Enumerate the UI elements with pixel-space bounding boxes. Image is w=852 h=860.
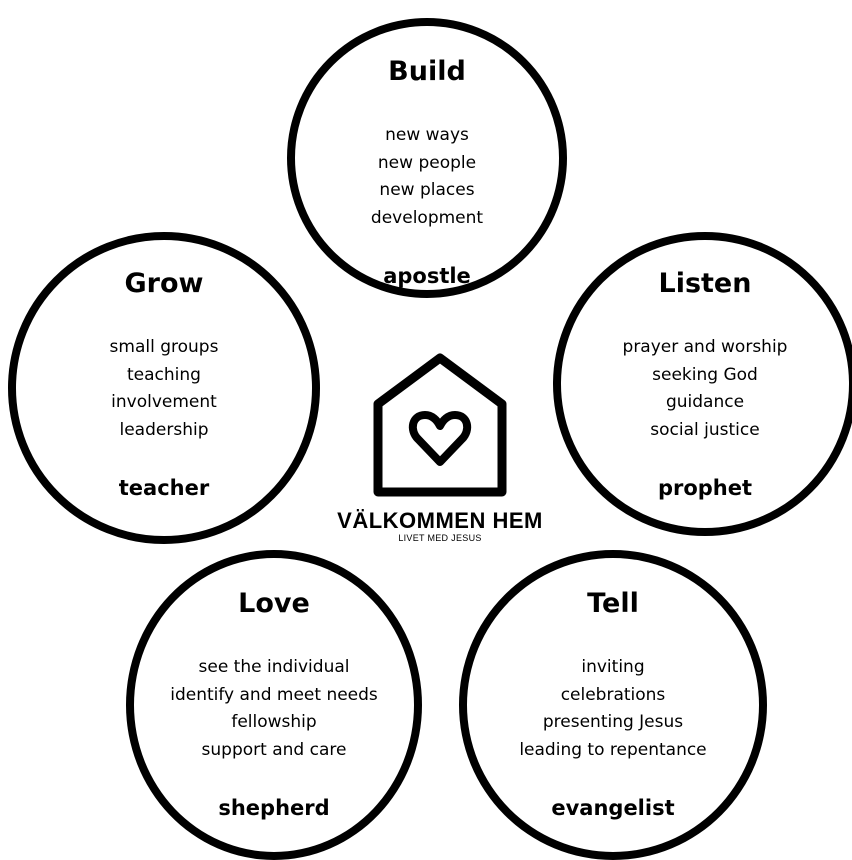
heart-icon: [408, 411, 472, 466]
list-item: guidance: [665, 392, 745, 412]
logo: VÄLKOMMEN HEM LIVET MED JESUS: [330, 350, 550, 550]
circle-role: evangelist: [551, 796, 675, 820]
circle-items: new ways new people new places developme…: [295, 122, 559, 232]
list-item: new places: [379, 180, 475, 200]
list-item: social justice: [650, 419, 760, 440]
list-item: development: [370, 207, 484, 228]
circle-title: Grow: [124, 268, 204, 299]
list-item: new ways: [385, 125, 469, 145]
circle-love: Love see the individual identify and mee…: [126, 550, 422, 860]
list-item: inviting: [581, 657, 645, 677]
list-item: small groups: [109, 337, 219, 357]
circle-items: see the individual identify and meet nee…: [134, 654, 414, 764]
circle-role: teacher: [118, 476, 210, 500]
list-item: teaching: [127, 364, 201, 385]
list-item: presenting Jesus: [542, 712, 684, 732]
list-item: see the individual: [198, 657, 350, 677]
circle-title: Love: [238, 588, 310, 619]
circle-role: prophet: [657, 476, 753, 500]
house-icon: [373, 353, 507, 497]
circle-listen: Listen prayer and worship seeking God gu…: [553, 232, 852, 536]
logo-subtitle: LIVET MED JESUS: [398, 533, 482, 543]
circle-items: small groups teaching involvement leader…: [16, 334, 312, 444]
list-item: prayer and worship: [622, 337, 788, 357]
list-item: leading to repentance: [519, 739, 707, 760]
circle-build: Build new ways new people new places dev…: [287, 18, 567, 298]
list-item: involvement: [111, 392, 217, 412]
circle-title: Tell: [587, 588, 639, 619]
circle-items: prayer and worship seeking God guidance …: [561, 334, 849, 444]
circle-grow: Grow small groups teaching involvement l…: [8, 232, 320, 544]
circle-role: shepherd: [218, 796, 330, 820]
circle-role: apostle: [383, 264, 471, 288]
logo-title: VÄLKOMMEN HEM: [337, 508, 543, 533]
circle-tell: Tell inviting celebrations presenting Je…: [459, 550, 767, 860]
list-item: identify and meet needs: [170, 684, 378, 705]
list-item: seeking God: [652, 364, 758, 385]
list-item: leadership: [119, 419, 209, 440]
list-item: support and care: [201, 739, 347, 760]
circle-title: Build: [388, 56, 466, 87]
list-item: celebrations: [560, 684, 666, 705]
list-item: new people: [377, 152, 477, 173]
list-item: fellowship: [231, 712, 317, 732]
circle-title: Listen: [658, 268, 752, 299]
circle-items: inviting celebrations presenting Jesus l…: [467, 654, 759, 764]
